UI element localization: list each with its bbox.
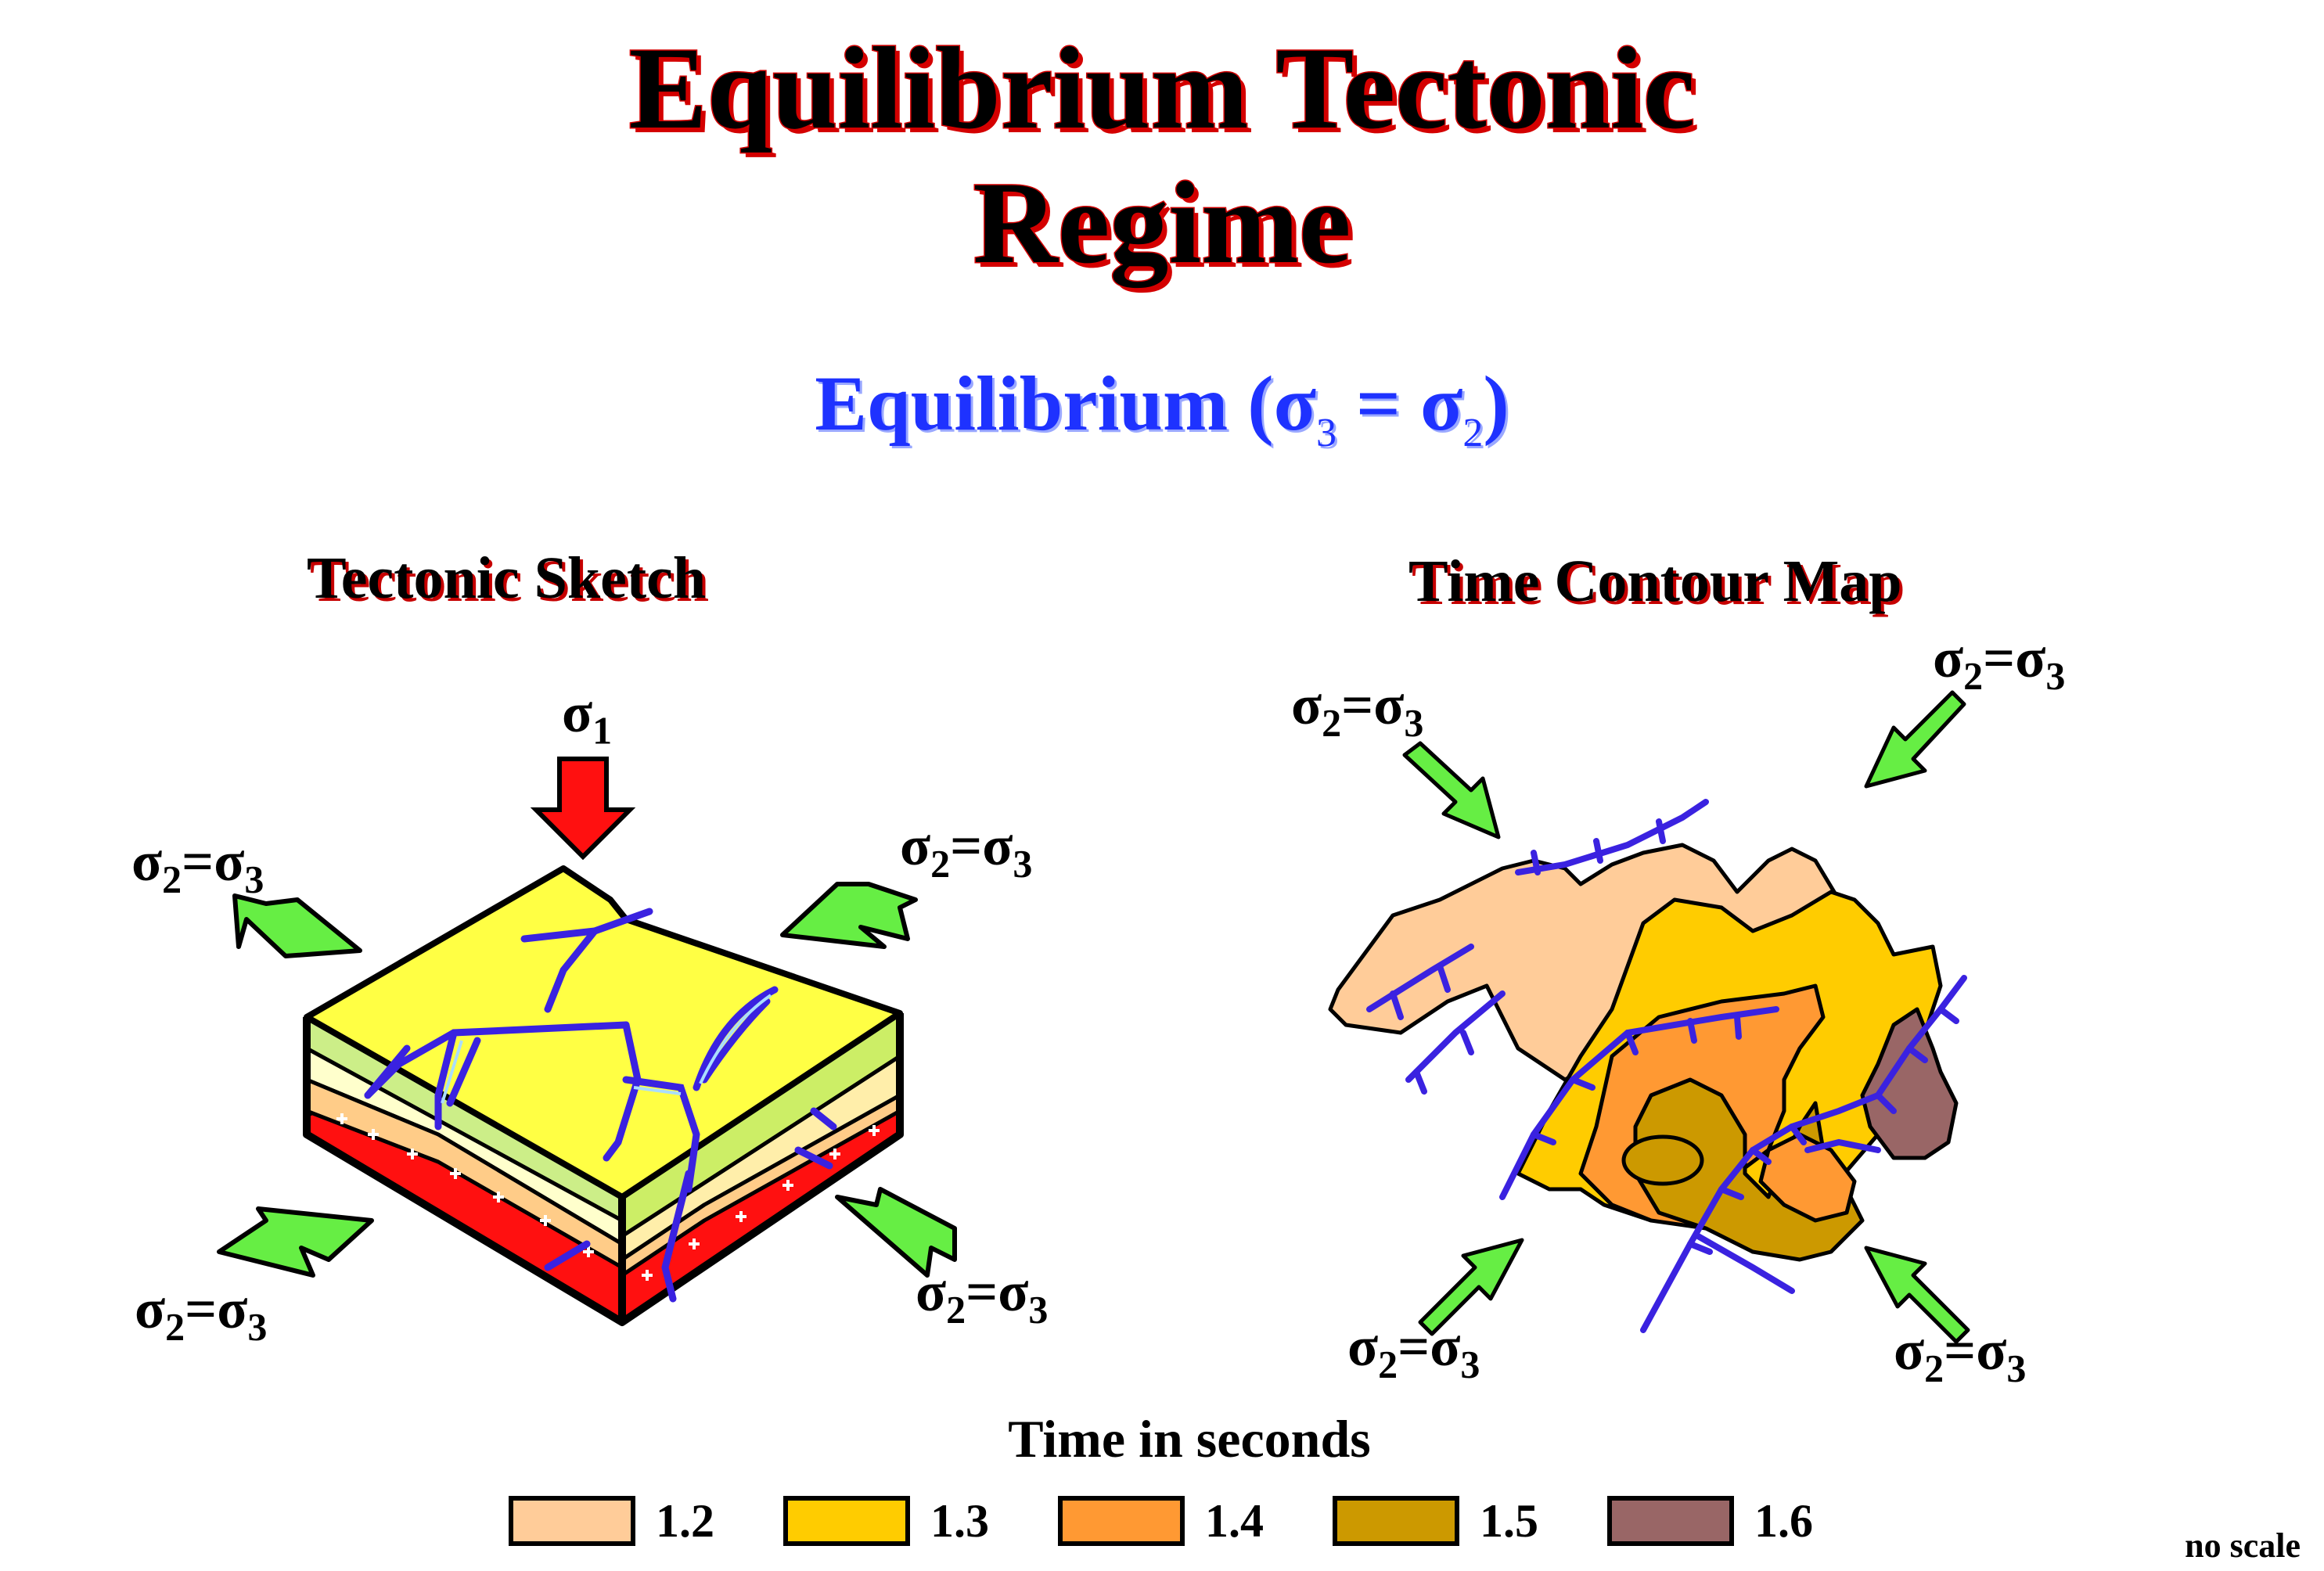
label-sub: 3: [2045, 653, 2066, 698]
label-sigma: σ: [135, 1278, 166, 1340]
label-sub: 3: [1460, 1342, 1480, 1386]
label-eq-sigma: =σ: [185, 1278, 248, 1340]
legend-swatch: [1058, 1496, 1185, 1546]
left-label-bottom-right: σ2=σ3: [916, 1260, 1048, 1332]
label-eq-sigma: =σ: [1341, 674, 1405, 736]
legend-swatch: [509, 1496, 635, 1546]
label-sub: 2: [1378, 1342, 1398, 1386]
label-sub: 2: [946, 1287, 966, 1332]
contour-map: [1328, 843, 1959, 1262]
basement-crosses: [336, 1113, 880, 1281]
contour-1-5-low: [1621, 1134, 1704, 1186]
legend-item-1-2: 1.2: [509, 1493, 714, 1549]
legend-label: 1.3: [930, 1494, 989, 1547]
title-line-1: Equilibrium Tectonic: [628, 23, 1696, 155]
label-sub: 2: [1924, 1346, 1944, 1390]
legend-title: Time in seconds: [1008, 1409, 1371, 1469]
label-sigma: σ: [1291, 674, 1322, 736]
arrow-bottom-right: [835, 1187, 957, 1278]
time-contour-map-title: Time Contour Map: [1408, 548, 1902, 614]
label-sigma: σ: [131, 830, 163, 893]
legend-item-1-4: 1.4: [1058, 1493, 1264, 1549]
legend-swatch: [1333, 1496, 1459, 1546]
arrow-top-left: [232, 893, 362, 958]
legend-swatch: [783, 1496, 910, 1546]
legend-label: 1.4: [1205, 1494, 1264, 1547]
map-faults: [1366, 799, 1967, 1333]
title-line-2: Regime: [972, 157, 1352, 289]
label-sub: 3: [2006, 1346, 2027, 1390]
contour-1-4-east: [1758, 1132, 1857, 1223]
legend-item-1-6: 1.6: [1607, 1493, 1813, 1549]
legend-label: 1.6: [1754, 1494, 1813, 1547]
label-eq-sigma: =σ: [950, 814, 1013, 877]
label-sub: 2: [165, 1304, 185, 1349]
label-sub: 2: [1963, 653, 1984, 698]
right-green-arrows: [1402, 690, 1970, 1344]
label-sigma: σ: [1894, 1319, 1925, 1382]
map-arrow-nw: [1402, 741, 1501, 839]
label-eq-sigma: =σ: [1983, 627, 2046, 689]
tectonic-sketch-title: Tectonic Sketch: [307, 545, 707, 611]
left-green-arrows: [217, 882, 957, 1278]
label-eq-sigma: =σ: [1944, 1319, 2007, 1382]
label-eq-sigma: =σ: [182, 830, 245, 893]
no-scale-note: no scale: [2185, 1526, 2301, 1565]
label-eq-sigma: =σ: [1398, 1315, 1461, 1378]
sigma1-sub: 1: [592, 708, 613, 753]
label-sigma: σ: [1933, 627, 1964, 689]
label-sub: 2: [162, 857, 182, 901]
map-arrow-sw: [1418, 1238, 1524, 1336]
subtitle-mid: = σ: [1336, 360, 1463, 447]
label-sub: 2: [1322, 700, 1342, 745]
block-faults: [364, 908, 837, 1303]
left-label-bottom-left: σ2=σ3: [135, 1277, 267, 1349]
subtitle-sub-3: 3: [1315, 411, 1336, 455]
legend-label: 1.5: [1480, 1494, 1538, 1547]
label-eq-sigma: =σ: [966, 1260, 1029, 1323]
label-sigma: σ: [1347, 1315, 1379, 1378]
label-sub: 3: [1404, 700, 1424, 745]
legend: 1.2 1.3 1.4 1.5 1.6: [509, 1493, 1882, 1549]
left-label-top-right: σ2=σ3: [900, 814, 1032, 886]
sigma1-symbol: σ: [562, 681, 593, 744]
arrow-top-right: [780, 882, 918, 949]
label-sub: 3: [247, 1304, 268, 1349]
legend-item-1-5: 1.5: [1333, 1493, 1538, 1549]
label-sub: 2: [930, 841, 951, 886]
right-label-top-right: σ2=σ3: [1933, 626, 2065, 698]
sigma1-label: σ1: [562, 681, 612, 753]
arrow-bottom-left: [217, 1206, 374, 1278]
sigma1-arrow: [530, 757, 636, 861]
legend-label: 1.2: [656, 1494, 714, 1547]
label-sub: 3: [1013, 841, 1033, 886]
subtitle-main: Equilibrium (σ: [815, 360, 1316, 447]
subtitle: Equilibrium (σ3 = σ2): [0, 358, 2324, 456]
block-fault-fills: [441, 994, 772, 1104]
label-sub: 3: [244, 857, 264, 901]
contour-1-2: [1328, 843, 1841, 1082]
legend-swatch: [1607, 1496, 1734, 1546]
label-sub: 3: [1028, 1287, 1049, 1332]
right-label-bottom-left: σ2=σ3: [1347, 1314, 1480, 1386]
label-sigma: σ: [916, 1260, 947, 1323]
map-arrow-se: [1864, 1246, 1970, 1344]
left-label-top-left: σ2=σ3: [131, 829, 264, 901]
right-label-bottom-right: σ2=σ3: [1894, 1318, 2026, 1390]
label-sigma: σ: [900, 814, 931, 877]
map-arrow-ne: [1864, 690, 1966, 789]
legend-item-1-3: 1.3: [783, 1493, 989, 1549]
right-label-top-left: σ2=σ3: [1291, 673, 1423, 745]
contour-1-6: [1860, 1007, 1959, 1160]
subtitle-sub-2: 2: [1462, 411, 1484, 455]
subtitle-end: ): [1483, 360, 1509, 447]
